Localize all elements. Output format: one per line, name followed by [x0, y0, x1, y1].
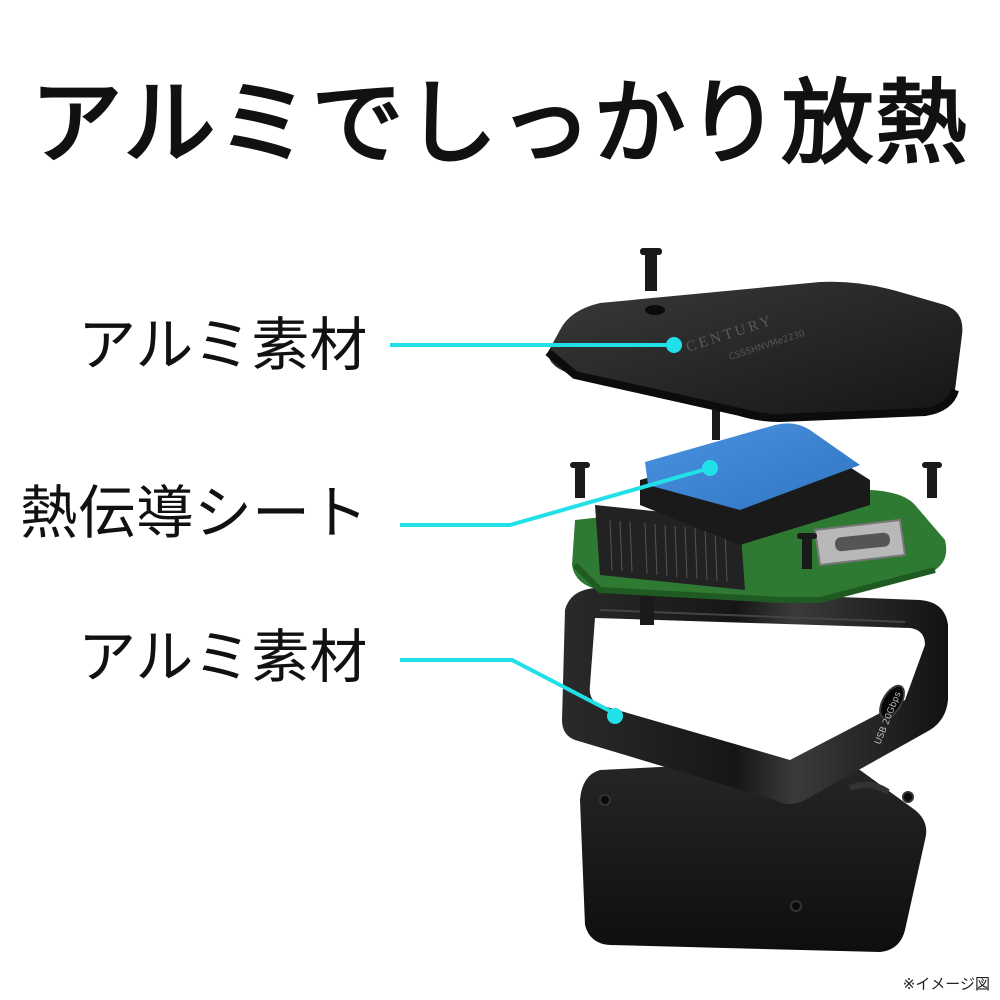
base-plate [580, 759, 927, 952]
callout-label-thermal-pad: 熱伝導シート [20, 479, 369, 547]
headline: アルミでしっかり放熱 [30, 70, 970, 177]
callout-label-top-cover: アルミ素材 [78, 311, 368, 379]
thermal-pad [640, 423, 870, 545]
aluminum-frame: USB 20Gbps [562, 585, 948, 804]
top-cover: CENTURY CSSSHNVMe2230 [545, 281, 963, 423]
callout-dot-icon [702, 460, 718, 476]
footnote: ※イメージ図 [902, 975, 990, 993]
screws [570, 248, 942, 569]
callout-lines [390, 343, 711, 714]
callout-dot-icon [666, 337, 682, 353]
callout-label-frame: アルミ素材 [78, 623, 368, 691]
callout-line-thermal-pad [400, 466, 711, 527]
callout-dot-icon [607, 708, 623, 724]
pcb-board [572, 489, 947, 603]
callout-line-frame [400, 658, 613, 714]
